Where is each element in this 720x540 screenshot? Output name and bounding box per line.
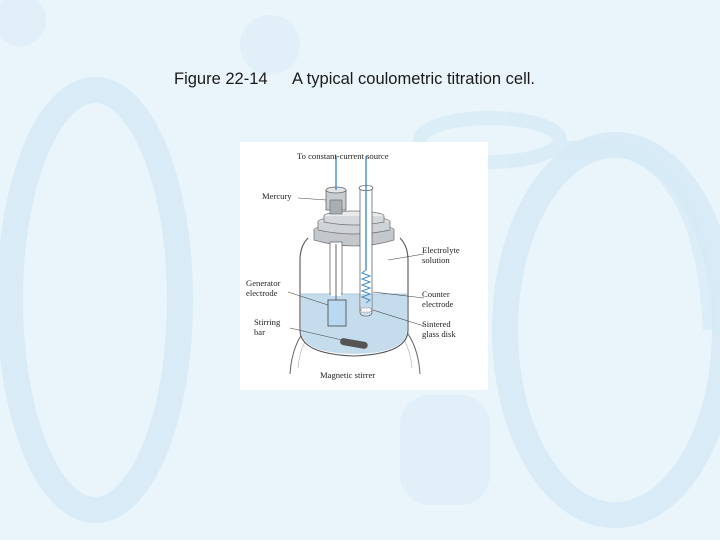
stirring-bar <box>340 338 368 349</box>
titration-cell-diagram <box>287 156 425 375</box>
figure-caption: Figure 22-14 A typical coulometric titrat… <box>174 70 535 89</box>
figure-number: Figure 22-14 <box>174 70 268 88</box>
label-generator-electrode: Generator electrode <box>246 278 281 298</box>
label-electrolyte: Electrolyte solution <box>422 245 460 265</box>
counter-electrode-coil <box>360 269 372 304</box>
generator-electrode <box>327 299 347 327</box>
label-counter-electrode: Counter electrode <box>422 289 454 309</box>
sintered-glass-disk <box>360 307 372 313</box>
figure-title: A typical coulometric titration cell. <box>292 70 536 88</box>
label-stirring-bar: Stirring bar <box>254 317 281 337</box>
label-mercury: Mercury <box>262 191 292 201</box>
label-sintered-glass-disk: Sintered glass disk <box>422 319 456 339</box>
label-current-source: To constant-current source <box>297 151 389 161</box>
titration-cell-figure: To constant-current source Mercury Elect… <box>240 142 488 390</box>
label-magnetic-stirrer: Magnetic stirrer <box>320 370 376 380</box>
electrolyte-solution <box>301 294 407 354</box>
